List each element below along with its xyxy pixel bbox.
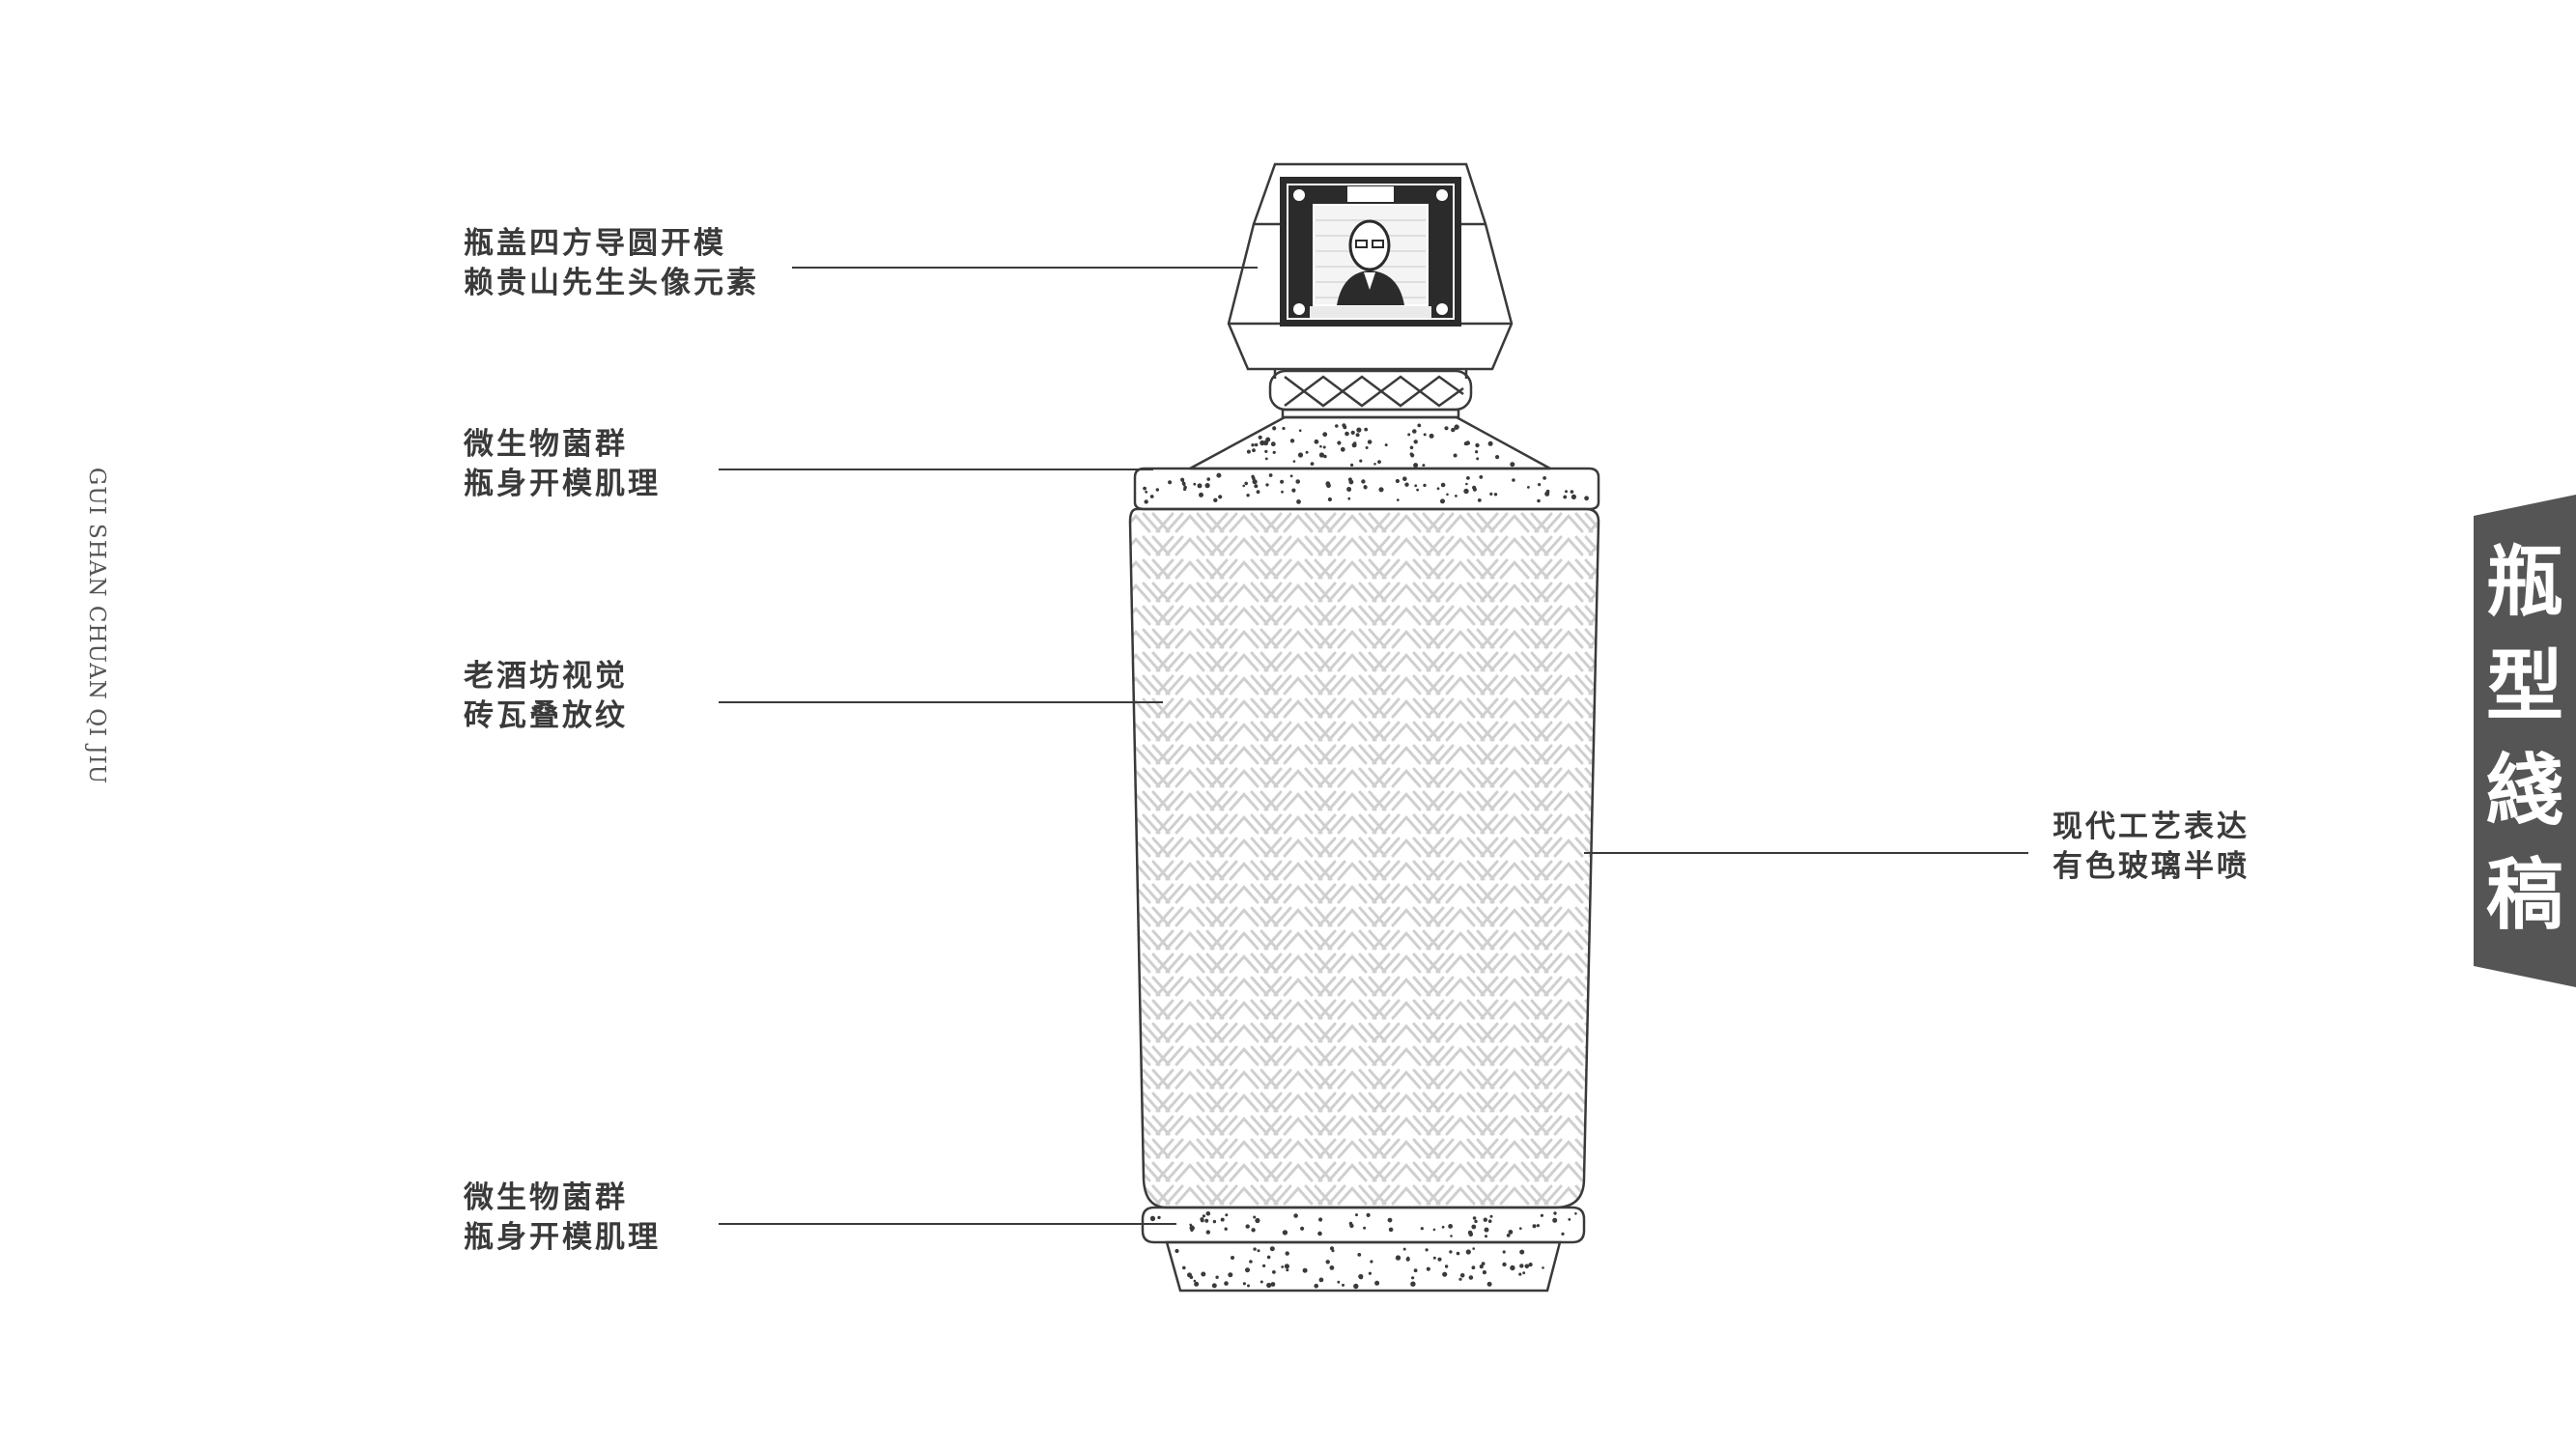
title-char-2: 型 bbox=[2486, 640, 2563, 731]
bottle-base bbox=[1141, 1206, 1586, 1293]
speckle-texture-base bbox=[1149, 1211, 1577, 1290]
title-tab: 瓶 型 綫 稿 bbox=[2474, 495, 2576, 987]
annotation-body-left-line1: 老酒坊视觉 bbox=[464, 659, 628, 694]
leader-line-body-right bbox=[1584, 852, 2028, 854]
bottle-neck bbox=[1268, 369, 1473, 419]
bottle-body bbox=[1128, 507, 1600, 1209]
annotation-body-left-line2: 砖瓦叠放纹 bbox=[464, 698, 628, 733]
leader-line-shoulder bbox=[719, 469, 1153, 470]
annotation-shoulder: 微生物菌群 瓶身开模肌理 bbox=[464, 425, 661, 504]
annotation-shoulder-line2: 瓶身开模肌理 bbox=[464, 467, 661, 501]
annotation-base: 微生物菌群 瓶身开模肌理 bbox=[464, 1179, 661, 1258]
portrait-stamp-emblem bbox=[1280, 177, 1461, 327]
title-char-3: 綫 bbox=[2486, 745, 2563, 836]
annotation-base-line1: 微生物菌群 bbox=[464, 1180, 628, 1215]
annotation-cap-line1: 瓶盖四方导圆开模 bbox=[464, 226, 726, 261]
annotation-base-line2: 瓶身开模肌理 bbox=[464, 1220, 661, 1255]
leader-line-body-left bbox=[719, 701, 1163, 703]
title-char-4: 稿 bbox=[2486, 849, 2563, 940]
leader-line-base bbox=[719, 1223, 1176, 1225]
annotation-shoulder-line1: 微生物菌群 bbox=[464, 427, 628, 462]
annotation-body-right: 现代工艺表达 有色玻璃半喷 bbox=[2052, 808, 2250, 887]
title-text: 瓶 型 綫 稿 bbox=[2474, 529, 2576, 947]
title-char-1: 瓶 bbox=[2486, 536, 2563, 627]
annotation-body-right-line2: 有色玻璃半喷 bbox=[2052, 849, 2250, 884]
title-tab-shape bbox=[2474, 495, 2576, 987]
annotation-body-right-line1: 现代工艺表达 bbox=[2052, 810, 2250, 844]
annotation-body-left: 老酒坊视觉 砖瓦叠放纹 bbox=[464, 657, 628, 736]
annotation-cap: 瓶盖四方导圆开模 赖贵山先生头像元素 bbox=[464, 224, 759, 303]
leader-line-cap bbox=[792, 267, 1258, 269]
speckle-texture-shoulder bbox=[1143, 423, 1589, 504]
annotation-cap-line2: 赖贵山先生头像元素 bbox=[464, 266, 759, 300]
